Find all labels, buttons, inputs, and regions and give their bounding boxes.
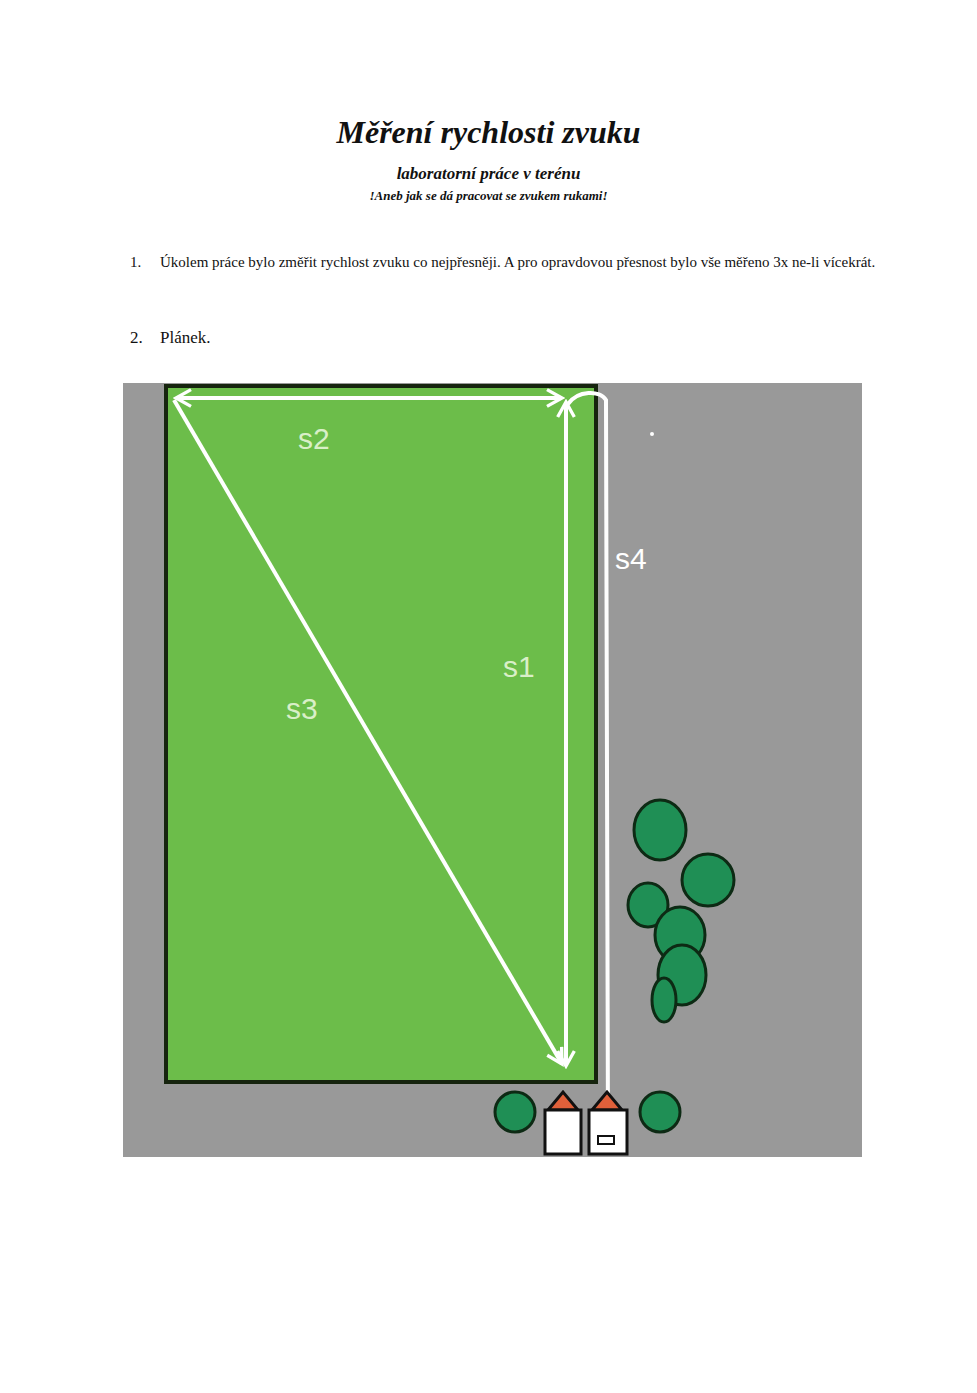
distance-line <box>174 400 562 1064</box>
distance-label: s2 <box>298 420 358 458</box>
ground <box>123 383 862 1157</box>
list-number: 2. <box>130 327 160 348</box>
distance-label: s1 <box>503 648 563 686</box>
houses <box>545 1092 627 1154</box>
page-title: Měření rychlosti zvuku <box>0 112 977 152</box>
distance-label: s3 <box>286 690 346 728</box>
list-text: Plánek. <box>160 327 360 348</box>
list-text: Úkolem práce bylo změřit rychlost zvuku … <box>160 253 880 272</box>
tagline: !Aneb jak se dá pracovat se zvukem rukam… <box>0 188 977 204</box>
dot <box>650 432 654 436</box>
distance-label: s4 <box>615 540 675 578</box>
distance-line <box>568 393 608 1142</box>
distance-line <box>564 402 568 1066</box>
field <box>166 386 596 1082</box>
trees <box>495 800 734 1132</box>
distance-line <box>176 396 562 400</box>
subtitle: laboratorní práce v terénu <box>0 163 977 184</box>
list-number: 1. <box>130 253 160 272</box>
